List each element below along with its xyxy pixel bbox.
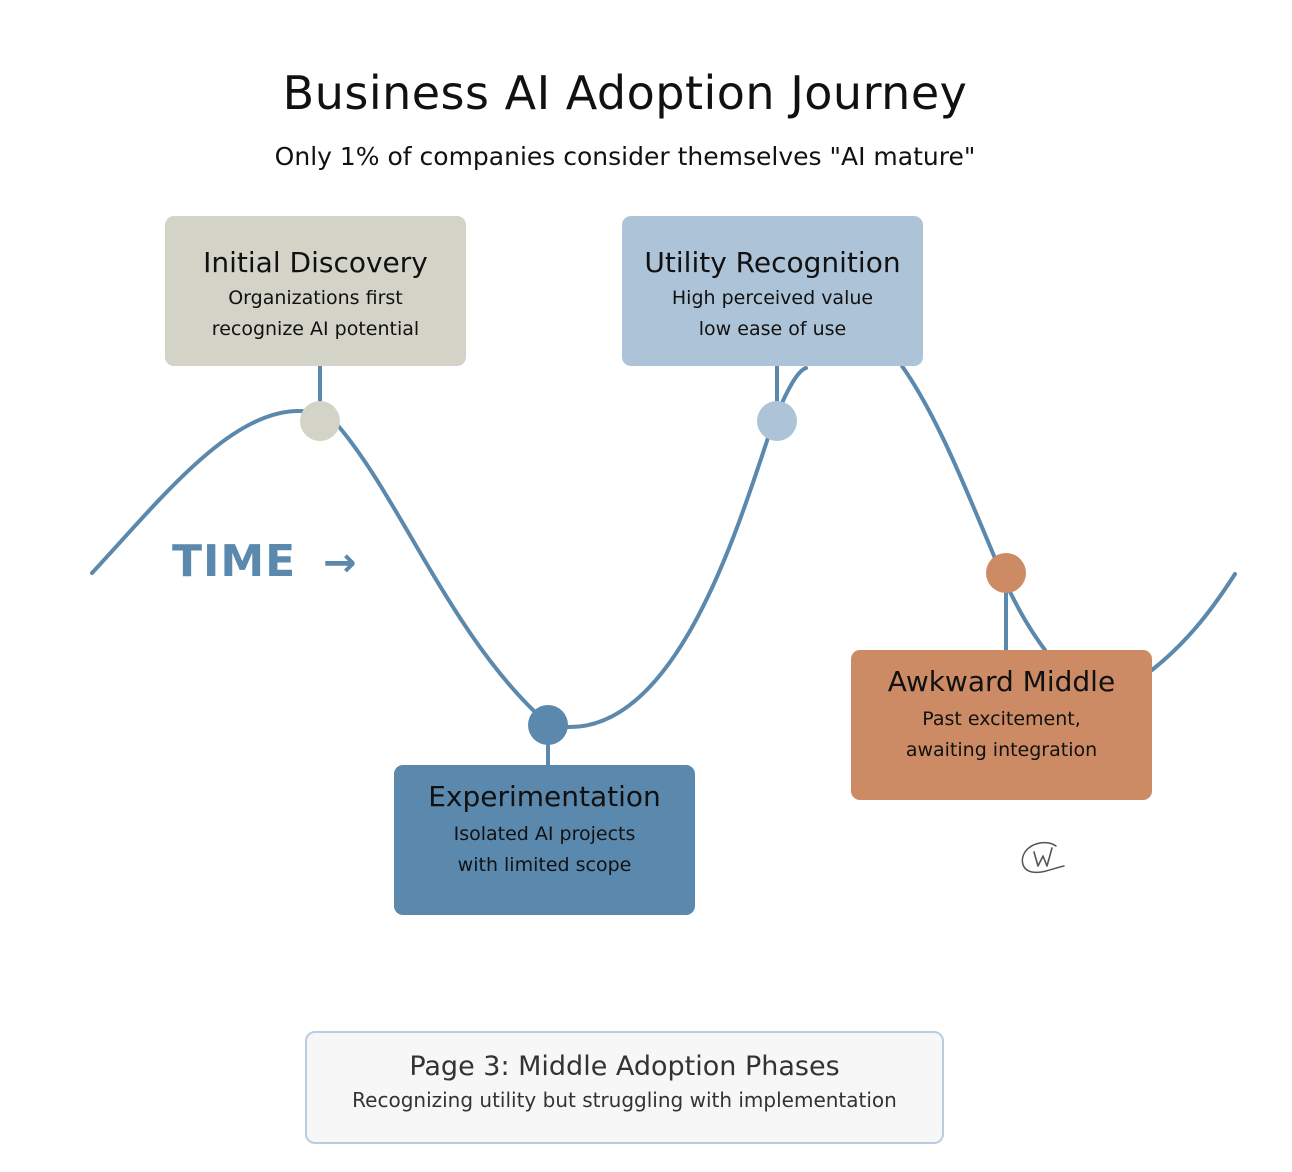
marker-awkward-middle[interactable]	[986, 553, 1026, 593]
journey-curve-rise	[1150, 572, 1237, 672]
phase-box-awkward-middle[interactable]: Awkward Middle Past excitement, awaiting…	[851, 650, 1152, 800]
phase-description: Past excitement, awaiting integration	[905, 708, 1098, 761]
time-axis-label: TIME	[172, 536, 297, 587]
phase-box-experimentation[interactable]: Experimentation Isolated AI projects wit…	[394, 765, 695, 915]
phase-title: Experimentation	[428, 780, 661, 813]
phase-box-initial-discovery[interactable]: Initial Discovery Organizations first re…	[165, 216, 466, 366]
signature-icon	[1021, 841, 1065, 874]
phase-description: High perceived value low ease of use	[671, 287, 874, 340]
journey-curve	[90, 366, 808, 730]
phase-description: Organizations first recognize AI potenti…	[211, 287, 420, 340]
footer-title: Page 3: Middle Adoption Phases	[409, 1051, 840, 1082]
page-footer-card: Page 3: Middle Adoption Phases Recognizi…	[305, 1031, 944, 1144]
phase-description: Isolated AI projects with limited scope	[453, 823, 636, 876]
phase-title: Initial Discovery	[203, 246, 428, 279]
page-title: Business AI Adoption Journey	[282, 66, 968, 120]
phase-title: Awkward Middle	[887, 665, 1116, 698]
arrow-right-icon: →	[323, 540, 357, 586]
phase-box-utility-recognition[interactable]: Utility Recognition High perceived value…	[622, 216, 923, 366]
marker-initial-discovery[interactable]	[300, 401, 340, 441]
footer-subtitle: Recognizing utility but struggling with …	[352, 1088, 897, 1112]
phase-title: Utility Recognition	[644, 246, 901, 279]
marker-utility-recognition[interactable]	[757, 401, 797, 441]
marker-experimentation[interactable]	[528, 705, 568, 745]
journey-curve-descent	[900, 364, 1047, 652]
page-subtitle: Only 1% of companies consider themselves…	[274, 142, 976, 171]
